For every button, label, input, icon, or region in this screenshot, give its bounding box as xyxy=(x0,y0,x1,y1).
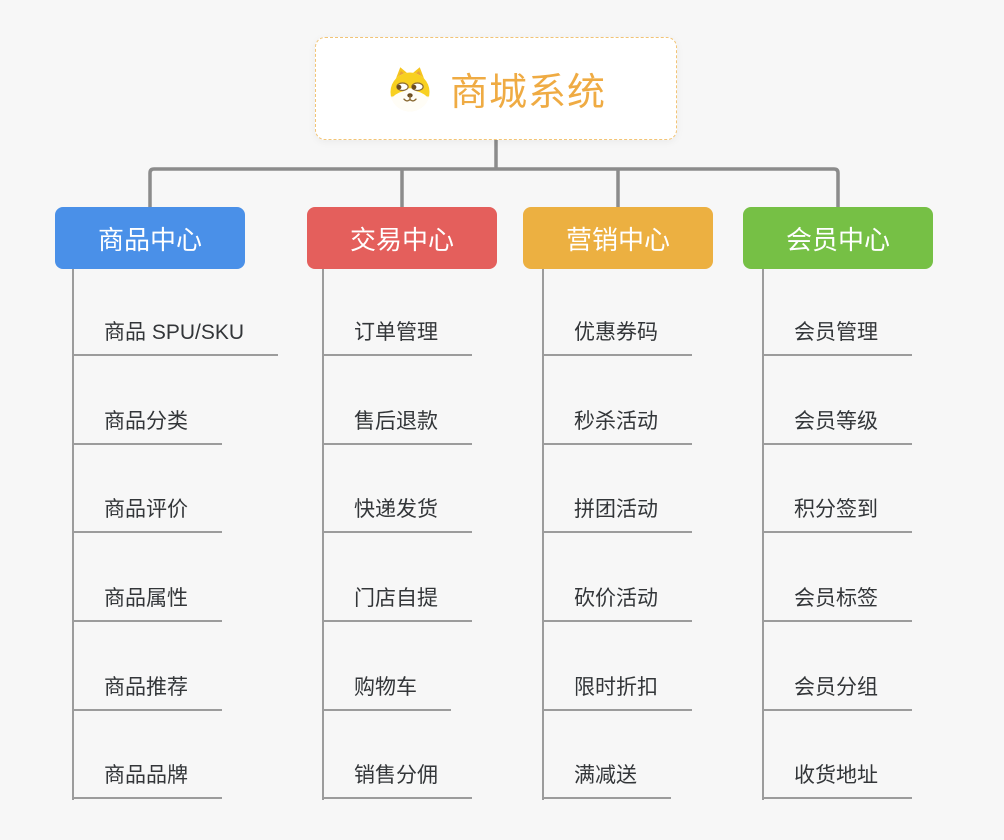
leaf-node[interactable]: 售后退款 xyxy=(322,408,472,445)
branch-node-product-center[interactable]: 商品中心 xyxy=(55,207,245,269)
leaf-node[interactable]: 满减送 xyxy=(542,762,671,799)
leaf-node[interactable]: 商品属性 xyxy=(72,585,222,622)
leaf-node[interactable]: 会员标签 xyxy=(762,585,912,622)
branch-spine xyxy=(72,269,74,800)
root-title: 商城系统 xyxy=(449,72,606,114)
leaf-node[interactable]: 销售分佣 xyxy=(322,762,472,799)
leaf-node[interactable]: 优惠券码 xyxy=(542,319,692,356)
leaf-node[interactable]: 商品分类 xyxy=(72,408,222,445)
shiba-dog-icon xyxy=(390,66,430,111)
leaf-node[interactable]: 会员等级 xyxy=(762,408,912,445)
leaf-node[interactable]: 拼团活动 xyxy=(542,496,692,533)
leaf-node[interactable]: 商品推荐 xyxy=(72,674,222,711)
branch-bus-line xyxy=(148,167,840,208)
leaf-node[interactable]: 商品 SPU/SKU xyxy=(72,319,279,356)
leaf-node[interactable]: 积分签到 xyxy=(762,496,912,533)
branch-spine xyxy=(762,269,764,800)
leaf-node[interactable]: 快递发货 xyxy=(322,496,472,533)
branch-spine xyxy=(322,269,324,800)
leaf-node[interactable]: 会员管理 xyxy=(762,319,912,356)
leaf-node[interactable]: 购物车 xyxy=(322,674,451,711)
leaf-node[interactable]: 订单管理 xyxy=(322,319,472,356)
leaf-node[interactable]: 砍价活动 xyxy=(542,585,692,622)
branch-node-member-center[interactable]: 会员中心 xyxy=(743,207,933,269)
leaf-node[interactable]: 门店自提 xyxy=(322,585,472,622)
root-node[interactable]: 商城系统 xyxy=(315,37,677,140)
leaf-node[interactable]: 会员分组 xyxy=(762,674,912,711)
leaf-node[interactable]: 商品评价 xyxy=(72,496,222,533)
leaf-node[interactable]: 限时折扣 xyxy=(542,674,692,711)
leaf-node[interactable]: 秒杀活动 xyxy=(542,408,692,445)
branch-node-trade-center[interactable]: 交易中心 xyxy=(307,207,497,269)
branch-node-marketing-center[interactable]: 营销中心 xyxy=(523,207,713,269)
leaf-node[interactable]: 商品品牌 xyxy=(72,762,222,799)
leaf-node[interactable]: 收货地址 xyxy=(762,762,912,799)
branch-spine xyxy=(542,269,544,800)
